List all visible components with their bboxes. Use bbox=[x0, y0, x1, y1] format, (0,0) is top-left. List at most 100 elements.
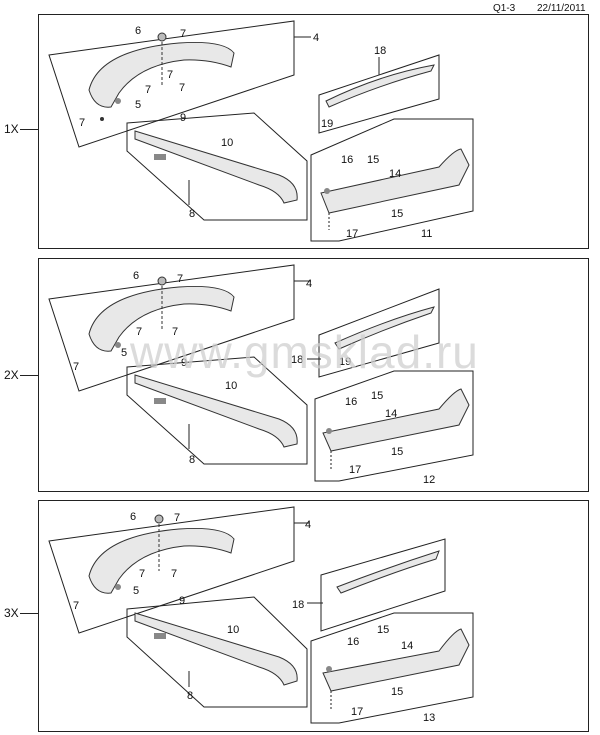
callout-sill-strip: 10 bbox=[225, 380, 237, 392]
callout-spoiler-tape: 19 bbox=[321, 118, 333, 130]
callout-clip-d: 7 bbox=[73, 600, 79, 612]
callout-screw-a: 5 bbox=[135, 99, 141, 111]
callout-clip-b: 7 bbox=[167, 69, 173, 81]
callout-rear-group: 12 bbox=[423, 474, 435, 486]
callout-rear-screw: 15 bbox=[391, 686, 403, 698]
spoiler-part bbox=[334, 306, 435, 350]
callout-clip-d: 7 bbox=[73, 361, 79, 373]
page-date: 22/11/2011 bbox=[537, 3, 586, 14]
page-code: Q1-3 bbox=[493, 3, 516, 14]
callout-rear-nut: 15 bbox=[367, 154, 379, 166]
callout-rear-fastener: 17 bbox=[346, 228, 358, 240]
multiplier-label-3x: 3X bbox=[4, 606, 19, 620]
rear-valance-panel bbox=[310, 612, 474, 724]
spoiler-part bbox=[336, 550, 440, 594]
side-sill-panel bbox=[126, 596, 308, 708]
section-2x: 6 7 4 7 7 5 7 9 10 8 18 19 16 15 14 15 1… bbox=[38, 258, 589, 492]
callout-clip-a: 7 bbox=[174, 512, 180, 524]
sill-clip-part bbox=[154, 633, 166, 639]
spoiler-panel bbox=[318, 54, 440, 134]
rear-clip-icon bbox=[324, 188, 330, 194]
callout-rear-bracket: 14 bbox=[401, 640, 413, 652]
callout-sill-clip: 9 bbox=[181, 357, 187, 369]
callout-sill-clip: 9 bbox=[180, 112, 186, 124]
multiplier-leader bbox=[20, 613, 38, 614]
callout-sill: 8 bbox=[189, 454, 195, 466]
multiplier-leader bbox=[20, 129, 38, 130]
section-2x-drawing: 6 7 4 7 7 5 7 9 10 8 18 19 16 15 14 15 1… bbox=[48, 264, 474, 486]
section-3x: 6 7 4 7 7 5 7 9 10 8 18 16 15 14 15 17 1… bbox=[38, 500, 589, 732]
callout-clip-c: 7 bbox=[179, 82, 185, 94]
spoiler-panel bbox=[320, 538, 446, 632]
sill-clip-part bbox=[154, 154, 166, 160]
callout-screw-a: 5 bbox=[133, 585, 139, 597]
callout-nut: 6 bbox=[130, 511, 136, 523]
spoiler-panel bbox=[318, 288, 440, 378]
callout-rear-clip: 16 bbox=[345, 396, 357, 408]
rear-valance-panel bbox=[314, 370, 474, 482]
front-lip-part bbox=[88, 286, 235, 352]
multiplier-label-1x: 1X bbox=[4, 122, 19, 136]
callout-spoiler: 18 bbox=[292, 599, 304, 611]
callout-front-group: 4 bbox=[306, 278, 312, 290]
callout-spoiler: 18 bbox=[291, 354, 303, 366]
front-lip-panel bbox=[48, 264, 295, 392]
rear-valance-part bbox=[322, 388, 470, 452]
callout-clip-c: 7 bbox=[171, 568, 177, 580]
rear-clip-icon bbox=[326, 666, 332, 672]
screw-icon bbox=[115, 584, 121, 590]
screw-icon bbox=[115, 342, 121, 348]
callout-front-group: 4 bbox=[313, 32, 319, 44]
section-3x-drawing: 6 7 4 7 7 5 7 9 10 8 18 16 15 14 15 17 1… bbox=[48, 506, 474, 724]
callout-rear-clip: 16 bbox=[341, 154, 353, 166]
callout-rear-fastener: 17 bbox=[351, 706, 363, 718]
callout-sill-strip: 10 bbox=[221, 137, 233, 149]
spoiler-part bbox=[325, 64, 435, 108]
side-sill-part bbox=[134, 130, 298, 204]
callout-spoiler: 18 bbox=[374, 45, 386, 57]
rear-clip-icon bbox=[326, 428, 332, 434]
callout-rear-screw: 15 bbox=[391, 208, 403, 220]
side-sill-part bbox=[134, 612, 298, 686]
nut-icon bbox=[154, 514, 164, 524]
callout-clip-b: 7 bbox=[139, 568, 145, 580]
callout-front-group: 4 bbox=[305, 519, 311, 531]
front-lip-panel bbox=[48, 506, 295, 634]
callout-sill-clip: 9 bbox=[179, 595, 185, 607]
callout-rear-fastener: 17 bbox=[349, 464, 361, 476]
front-lip-panel bbox=[48, 20, 295, 148]
front-lip-part bbox=[88, 528, 235, 594]
callout-clip-c: 7 bbox=[172, 326, 178, 338]
callout-spoiler-tape: 19 bbox=[339, 356, 351, 368]
callout-rear-screw: 15 bbox=[391, 446, 403, 458]
rear-valance-panel bbox=[310, 118, 474, 242]
callout-sill: 8 bbox=[189, 208, 195, 220]
callout-clip-b: 7 bbox=[136, 326, 142, 338]
watermark: www.gmsklad.ru bbox=[130, 326, 479, 378]
callout-rear-group: 11 bbox=[421, 228, 432, 240]
nut-icon bbox=[157, 276, 167, 286]
callout-clip-d: 7 bbox=[145, 84, 151, 96]
section-1x-drawing: 6 7 4 7 7 7 5 7 9 10 8 18 19 16 15 14 15… bbox=[48, 20, 474, 242]
callout-clip-e: 7 bbox=[79, 117, 85, 129]
callout-nut: 6 bbox=[133, 270, 139, 282]
callout-rear-nut: 15 bbox=[371, 390, 383, 402]
nut-icon bbox=[157, 32, 167, 42]
callout-clip-a: 7 bbox=[180, 28, 186, 40]
clip-icon bbox=[100, 117, 104, 121]
section-1x: 6 7 4 7 7 7 5 7 9 10 8 18 19 16 15 14 15… bbox=[38, 14, 589, 249]
callout-rear-bracket: 14 bbox=[385, 408, 397, 420]
rear-valance-part bbox=[322, 628, 470, 692]
multiplier-leader bbox=[20, 375, 38, 376]
callout-sill-strip: 10 bbox=[227, 624, 239, 636]
side-sill-panel bbox=[126, 356, 308, 465]
callout-screw-a: 5 bbox=[121, 347, 127, 359]
callout-rear-clip: 16 bbox=[347, 636, 359, 648]
side-sill-part bbox=[134, 374, 298, 448]
screw-icon bbox=[115, 98, 121, 104]
side-sill-panel bbox=[126, 112, 308, 221]
multiplier-label-2x: 2X bbox=[4, 368, 19, 382]
rear-valance-part bbox=[320, 148, 470, 214]
callout-rear-group: 13 bbox=[423, 712, 435, 724]
callout-rear-nut: 15 bbox=[377, 624, 389, 636]
